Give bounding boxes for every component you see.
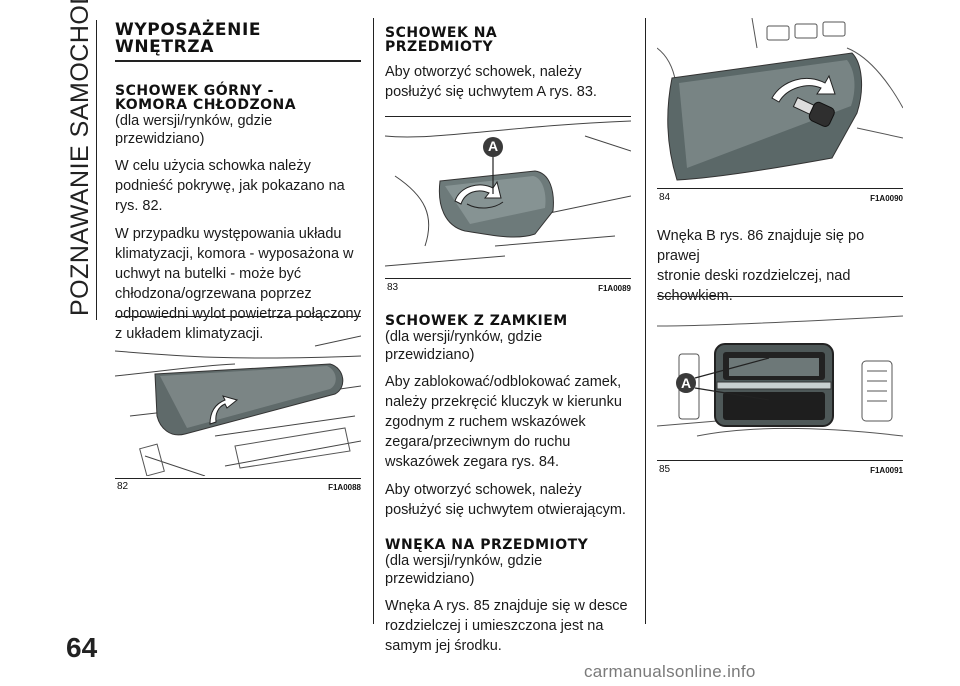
column-2: SCHOWEK NA PRZEDMIOTY Aby otworzyć schow…: [385, 26, 635, 102]
figure-code: F1A0089: [598, 284, 631, 293]
figure-number: 83: [387, 282, 399, 293]
column-3: Wnęka B rys. 86 znajduje się po prawej s…: [657, 226, 907, 306]
line: zegara/przeciwnym do ruchu: [385, 434, 571, 450]
line: Wnęka A rys. 85 znajduje się w desce: [385, 598, 628, 614]
line: Aby zablokować/odblokować zamek,: [385, 374, 622, 390]
line: chłodzona/ogrzewana poprzez: [115, 285, 312, 302]
side-chapter-title: POZNAWANIE SAMOCHODU: [66, 0, 106, 316]
line: Aby otworzyć schowek, należy: [385, 482, 582, 498]
figure-number: 82: [117, 481, 129, 492]
sub1-paragraph-2: W przypadku występowania układu klimatyz…: [115, 224, 363, 344]
line: W przypadku występowania układu: [115, 225, 342, 242]
subsection-title-object-compartment: SCHOWEK NA PRZEDMIOTY: [385, 26, 635, 54]
callout-A: A: [680, 375, 692, 391]
left-margin-rule: [96, 20, 97, 320]
line: rozdzielczej i umieszczona jest na: [385, 618, 604, 634]
figure-code: F1A0091: [870, 466, 903, 475]
figure-code: F1A0088: [328, 483, 361, 492]
figure-83: A 83 F1A0089: [385, 116, 631, 296]
figure-bottom-rule: [657, 460, 903, 461]
figure-82-illustration: [115, 335, 361, 476]
sub1-title-line2: KOMORA CHŁODZONA: [115, 96, 297, 113]
line: wskazówek zegara rys. 84.: [385, 454, 560, 470]
line: uchwyt na butelki - może być: [115, 265, 302, 282]
line: stronie deski rozdzielczej, nad: [657, 268, 851, 284]
section-title-line2: WNĘTRZA: [115, 37, 214, 57]
figure-code: F1A0090: [870, 194, 903, 203]
column-divider-2: [645, 18, 646, 624]
subsection-title-object-recess: WNĘKA NA PRZEDMIOTY: [385, 537, 589, 553]
line: W celu użycia schowka należy: [115, 157, 311, 174]
column-2-lower: SCHOWEK Z ZAMKIEM (dla wersji/rynków, gd…: [385, 314, 635, 656]
line: odpowiedni wylot powietrza połączony: [115, 305, 361, 322]
figure-number: 84: [659, 192, 671, 203]
line: posłużyć się uchwytem otwierającym.: [385, 502, 626, 518]
line: podnieść pokrywę, jak pokazano na: [115, 177, 345, 194]
sub2-title-line2: PRZEDMIOTY: [385, 39, 494, 55]
sub3-paragraph-2: Aby otworzyć schowek, należy posłużyć si…: [385, 480, 635, 520]
section-title-line1: WYPOSAŻENIE: [115, 20, 262, 40]
subsection-title-upper-compartment: SCHOWEK GÓRNY - KOMORA CHŁODZONA: [115, 84, 363, 112]
figure-82: 82 F1A0088: [115, 316, 361, 494]
figure-85: A 85 F1A0091: [657, 296, 903, 478]
column-divider-1: [373, 18, 374, 624]
callout-A: A: [487, 138, 499, 154]
section-title: WYPOSAŻENIE WNĘTRZA: [115, 22, 363, 56]
figure-bottom-rule: [385, 278, 631, 279]
line: z układem klimatyzacji.: [115, 325, 264, 342]
figure-84-illustration: [657, 18, 903, 181]
line: zgodnym z ruchem wskazówek: [385, 414, 586, 430]
line: posłużyć się uchwytem A rys. 83.: [385, 84, 597, 100]
figure-top-rule: [385, 116, 631, 117]
col3-paragraph-1: Wnęka B rys. 86 znajduje się po prawej s…: [657, 226, 907, 306]
figure-top-rule: [657, 296, 903, 297]
subsection-title-locking-compartment: SCHOWEK Z ZAMKIEM: [385, 313, 568, 329]
line: samym jej środku.: [385, 638, 502, 654]
sub1-paragraph-1: W celu użycia schowka należy podnieść po…: [115, 156, 363, 216]
line: należy przekręcić kluczyk w kierunku: [385, 394, 622, 410]
figure-number: 85: [659, 464, 671, 475]
figure-85-illustration: [657, 315, 903, 437]
sub4-paragraph-1: Wnęka A rys. 85 znajduje się w desce roz…: [385, 596, 635, 656]
page-number: 64: [66, 632, 98, 663]
watermark: carmanualsonline.info: [584, 662, 756, 681]
figure-bottom-rule: [115, 478, 361, 479]
sub2-paragraph-1: Aby otworzyć schowek, należy posłużyć si…: [385, 62, 635, 102]
side-chapter-title-text: POZNAWANIE SAMOCHODU: [66, 0, 94, 316]
figure-bottom-rule: [657, 188, 903, 189]
section-title-rule: [115, 60, 361, 62]
line: rys. 82.: [115, 197, 163, 214]
line: Aby otworzyć schowek, należy: [385, 64, 582, 80]
sub3-paragraph-1: Aby zablokować/odblokować zamek, należy …: [385, 372, 635, 472]
figure-84: 84 F1A0090: [657, 18, 903, 206]
sub2-title-line1: SCHOWEK NA: [385, 25, 498, 41]
line: klimatyzacji, komora - wyposażona w: [115, 245, 354, 262]
line: Wnęka B rys. 86 znajduje się po prawej: [657, 228, 865, 264]
figure-83-illustration: [385, 120, 631, 267]
sub1-title-line1: SCHOWEK GÓRNY -: [115, 82, 274, 99]
column-1: WYPOSAŻENIE WNĘTRZA SCHOWEK GÓRNY - KOMO…: [115, 22, 363, 344]
sub4-availability-note: (dla wersji/rynków, gdzie przewidziano): [385, 553, 543, 587]
sub1-availability-note: (dla wersji/rynków, gdzie przewidziano): [115, 112, 273, 147]
sub3-availability-note: (dla wersji/rynków, gdzie przewidziano): [385, 329, 543, 363]
figure-top-rule: [115, 316, 361, 317]
